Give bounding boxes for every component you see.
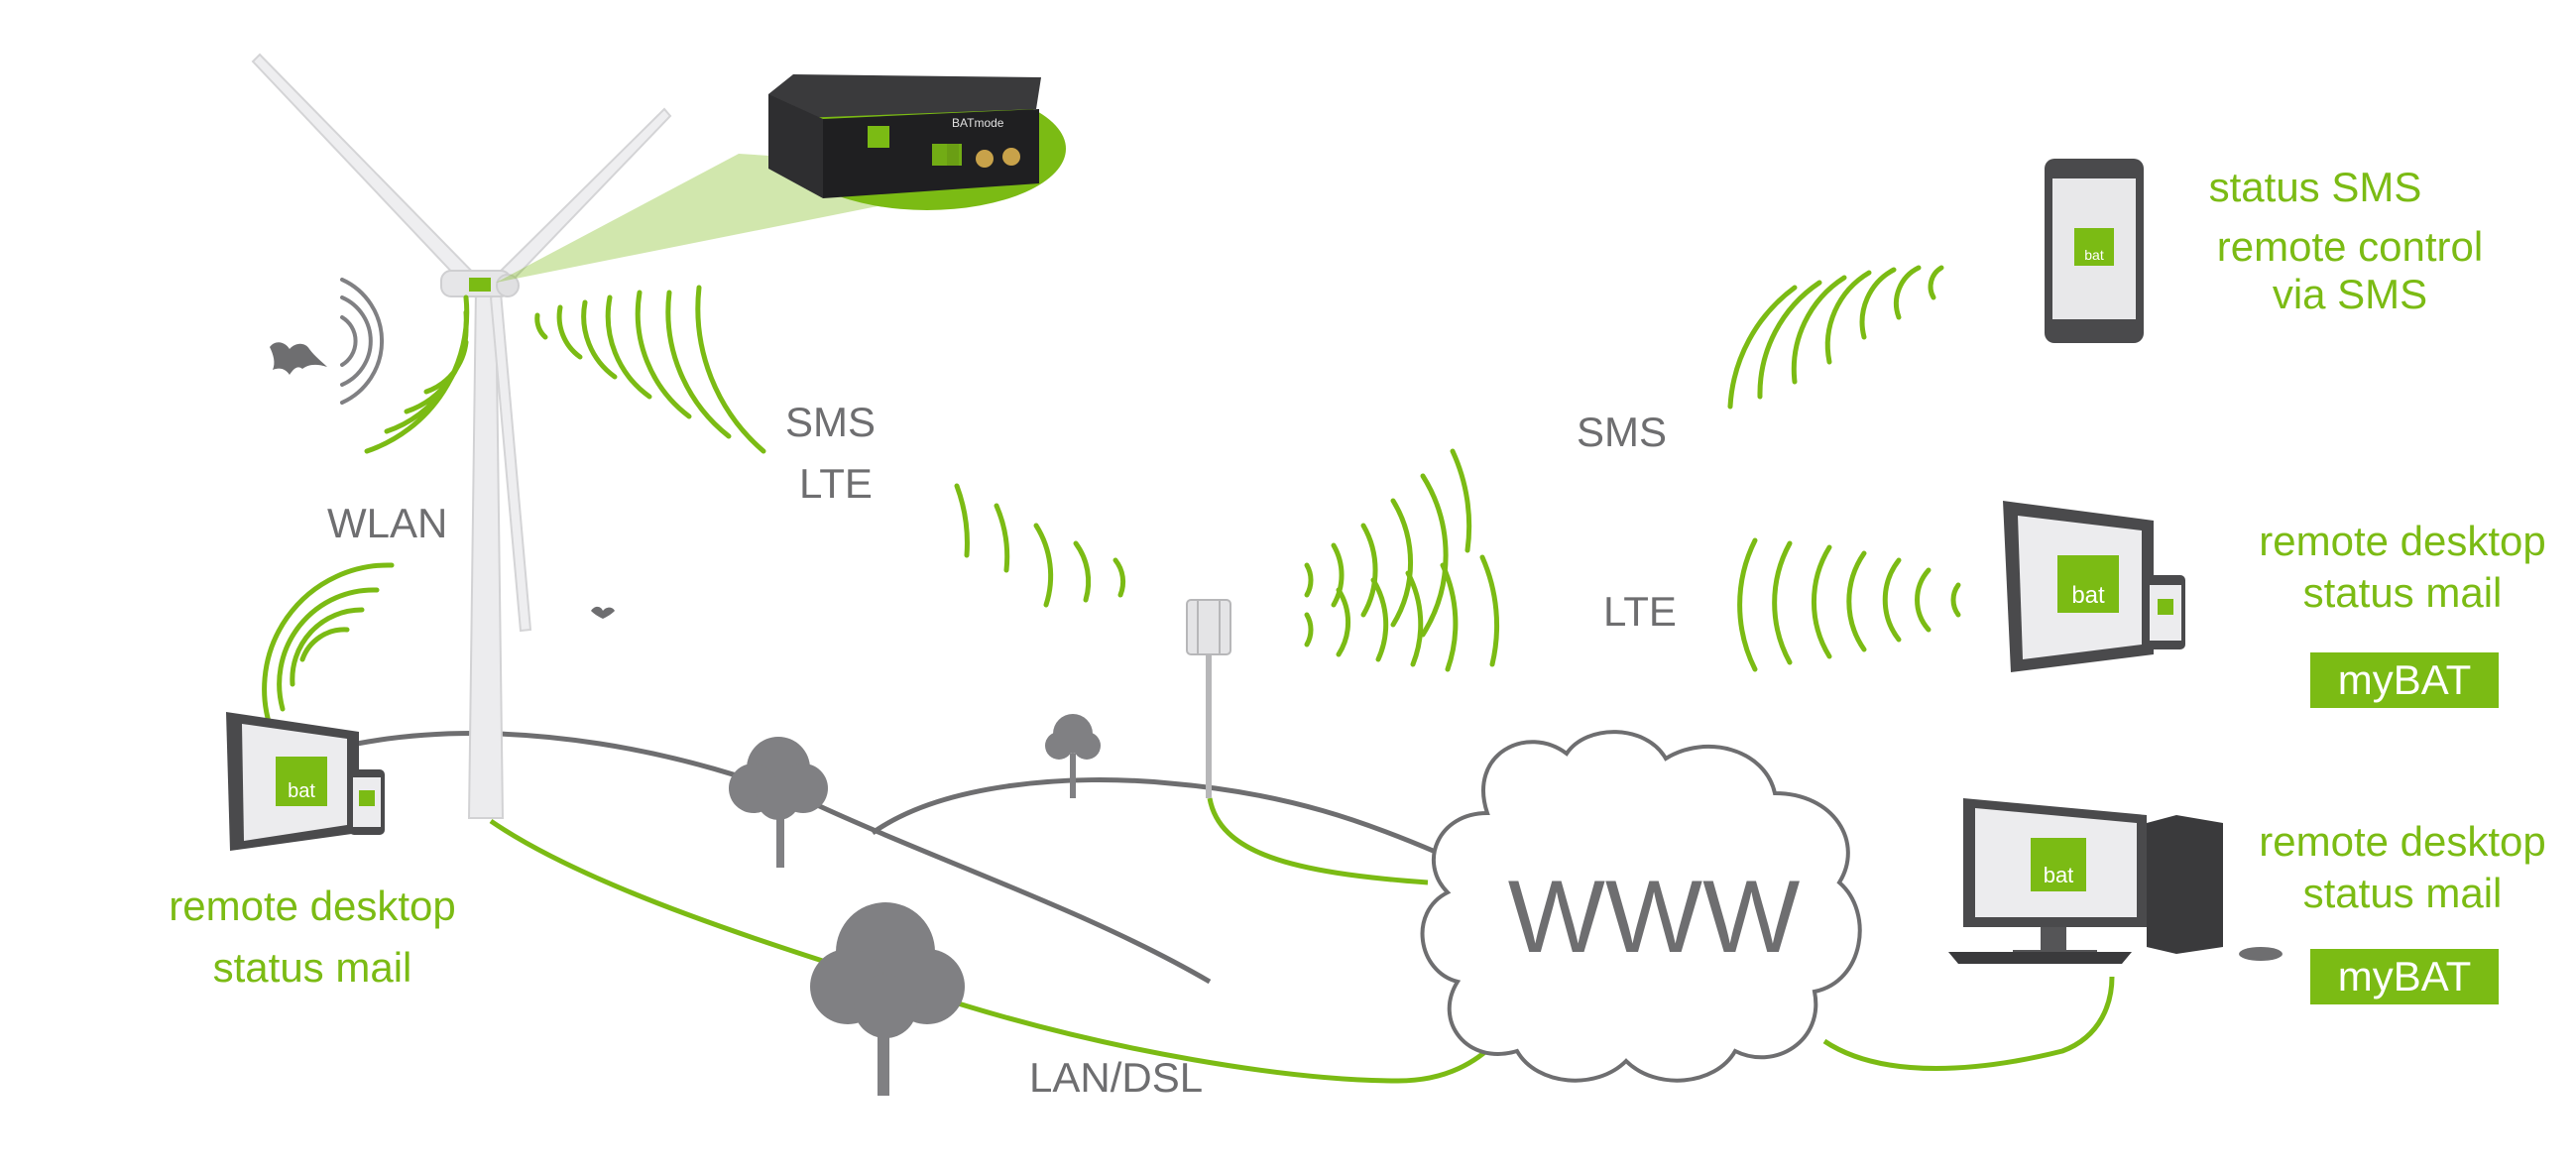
wlan-waves [262,294,470,737]
antenna-cable [1207,797,1429,885]
caption-line: status mail [2302,569,2503,617]
mybat-button-tablet[interactable]: myBAT [2310,652,2499,708]
caption-line: status SMS [2208,164,2422,210]
app-icon-text: bat [2071,582,2105,609]
antenna-waves-left [954,483,1126,608]
app-icon-text: bat [2044,863,2074,887]
lte-label-turbine: LTE [799,460,873,507]
caption-line: remote control [2216,223,2484,270]
lte-label: LTE [1603,588,1677,635]
mybat-button-desktop[interactable]: myBAT [2310,949,2499,1004]
caption-line: via SMS [2272,271,2428,318]
lan-dsl-cable [489,818,1499,1084]
tree-icon [810,902,965,1096]
phone-caption-2: remote control via SMS [2162,223,2538,319]
tablet-waves [1737,537,1961,672]
desktop-computer-icon: bat [1948,798,2283,964]
cloud-label: WWW [1508,860,1800,975]
desktop-cable [1822,976,2115,1071]
caption-line: status mail [2302,870,2503,917]
app-icon-text: bat [2084,247,2104,263]
bat-icon [591,606,615,619]
cables [489,797,2115,1084]
device-label: BATmode [952,116,1004,130]
antenna-waves-right [1304,448,1500,672]
antenna-mast-icon [1186,599,1231,798]
tablet-right-caption: remote desktop status mail [2231,518,2574,618]
tree-icon [729,737,828,868]
tree-icon [1045,714,1101,798]
phone-waves [1727,265,1944,410]
phone-icon: bat [2045,159,2144,343]
bat-icon [270,342,327,375]
caption-line: remote desktop [2259,518,2546,564]
phone-caption: status SMS [2209,164,2576,211]
batmode-device-icon: BATmode [768,74,1041,198]
sms-lte-waves-turbine [534,285,766,454]
lan-dsl-label: LAN/DSL [1029,1054,1204,1101]
tablet-left-caption: remote desktop status mail [139,882,486,993]
tablet-right-icon: bat [2003,501,2185,672]
desktop-caption: remote desktop status mail [2231,818,2574,918]
tablet-left-icon: bat [226,712,385,851]
bat-echo-waves [340,278,384,405]
trees [729,714,1101,1096]
caption-line: status mail [212,944,412,992]
sms-label: SMS [1577,409,1668,455]
wlan-label: WLAN [327,500,448,546]
app-icon-text: bat [288,780,315,802]
www-cloud-icon [1420,730,1862,1083]
sms-label-turbine: SMS [785,399,877,445]
caption-line: remote desktop [2259,818,2546,865]
hill-line [871,777,1439,856]
wind-turbine-icon [251,53,672,819]
caption-line: remote desktop [169,882,456,929]
